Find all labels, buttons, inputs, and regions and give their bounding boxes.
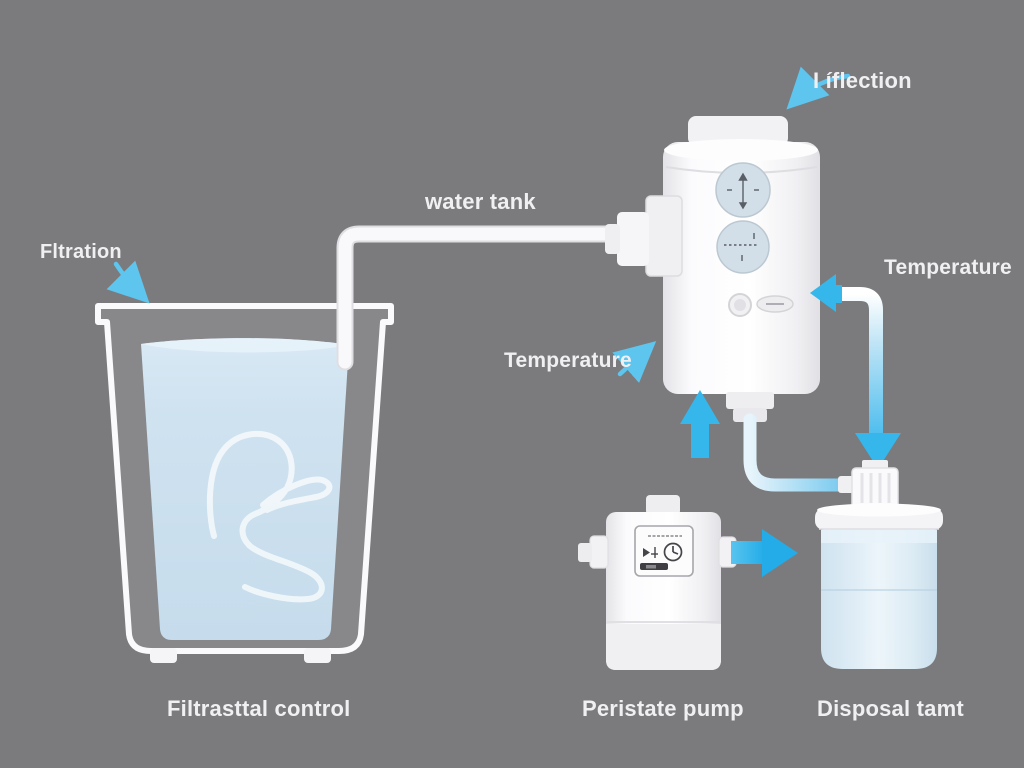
peristaltic-pump: [578, 495, 737, 670]
valve-ridges: [860, 473, 891, 503]
unit-inlet-block: [645, 195, 683, 277]
peristaltic-pump-label: Peristate pump: [582, 696, 744, 721]
clock-icon: [663, 542, 683, 562]
pump-inlet-port: [589, 535, 609, 569]
pump-base: [606, 624, 721, 670]
unit-top-cap: [688, 116, 788, 146]
return-pipe: [831, 287, 883, 443]
down-flow-arrow-icon: [855, 433, 901, 469]
tank-foot-left: [150, 648, 177, 663]
water-tank-label: water tank: [425, 189, 536, 214]
unit-inlet-nipple: [617, 212, 649, 266]
valve-left-nipple: [838, 476, 855, 493]
unit-inlet-stub: [605, 224, 620, 254]
left-flow-arrow-icon: [810, 274, 842, 312]
dial-bottom-icon: [716, 220, 770, 274]
unit-neck-upper: [726, 392, 774, 409]
kidney-coil-icon: [206, 430, 333, 603]
disposal-top-band: [821, 530, 937, 543]
inflection-label: I íflection: [813, 68, 912, 93]
dial-bottom-glyphs: [724, 233, 757, 261]
pump-inlet-stub: [578, 543, 592, 562]
disposal-lid-top: [817, 503, 941, 517]
drain-tube: [743, 413, 855, 492]
disposal-tank-label: Disposal tamt: [817, 696, 964, 721]
valve-body: [851, 467, 899, 509]
pump-status-bar-inner: [646, 565, 656, 569]
filtration-label: Fltration: [40, 241, 122, 263]
inlet-pipe: [336, 225, 635, 371]
filtration-control-label: Filtrasttal control: [167, 696, 351, 721]
temperature-mid-pointer-arrow-icon: [612, 341, 657, 384]
unit-shoulder: [664, 139, 818, 161]
tank-foot-right: [304, 648, 331, 663]
disposal-tank: [815, 460, 943, 669]
inflection-pointer-arrow-icon: [786, 66, 851, 110]
filtration-pointer-arrow-icon: [106, 260, 150, 304]
control-unit: [605, 116, 820, 422]
disposal-body: [821, 530, 937, 669]
up-flow-arrow-icon: [680, 390, 720, 458]
dial-top-glyphs: [727, 172, 759, 210]
pump-top-tab: [646, 495, 680, 515]
temperature-right-label: Temperature: [884, 256, 1012, 279]
pump-display-glyphs: [643, 547, 658, 558]
right-flow-arrow-icon: [731, 529, 798, 577]
unit-button-inner: [734, 299, 746, 311]
water-surface: [141, 338, 349, 353]
water-tank: [95, 303, 394, 663]
temperature-mid-label: Temperature: [504, 349, 632, 372]
